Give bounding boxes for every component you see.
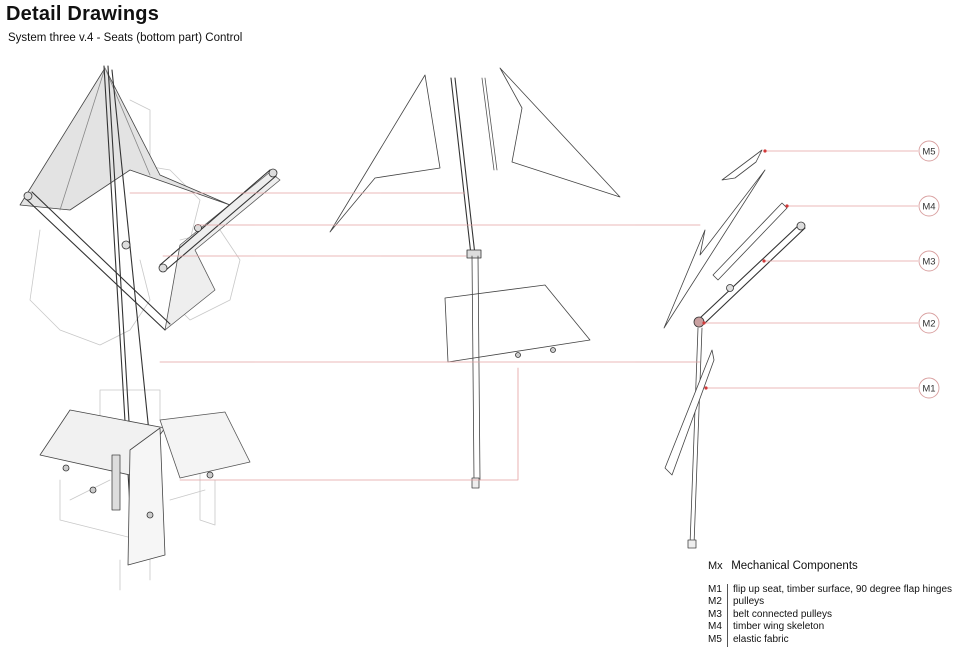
legend-item-text: flip up seat, timber surface, 90 degree … bbox=[733, 583, 953, 595]
legend-item-text: timber wing skeleton bbox=[733, 621, 825, 633]
legend-title: Mechanical Components bbox=[731, 560, 858, 572]
legend-item: M1 flip up seat, timber surface, 90 degr… bbox=[708, 583, 958, 597]
callout-m3: M3 bbox=[762, 250, 940, 272]
callout-m2-label: M2 bbox=[922, 319, 935, 330]
legend-item-code: M4 bbox=[708, 621, 728, 634]
page-title: Detail Drawings bbox=[6, 3, 160, 25]
component-legend: Mx Mechanical Components M1 flip up seat… bbox=[708, 560, 958, 647]
legend-item: M2 pulleys bbox=[708, 596, 958, 609]
legend-header-code: Mx bbox=[708, 560, 723, 572]
legend-item-text: belt connected pulleys bbox=[733, 608, 832, 620]
leader-lines bbox=[129, 192, 701, 481]
legend-item-text: pulleys bbox=[733, 596, 765, 608]
legend-item-code: M3 bbox=[708, 608, 728, 622]
legend-item-text: elastic fabric bbox=[733, 633, 789, 645]
assembled-view bbox=[19, 65, 281, 591]
legend-item: M3 belt connected pulleys bbox=[708, 608, 958, 622]
legend-header: Mx Mechanical Components bbox=[708, 560, 958, 573]
callout-m5-label: M5 bbox=[922, 147, 935, 158]
legend-item: M5 elastic fabric bbox=[708, 633, 958, 647]
callout-m5: M5 bbox=[763, 140, 940, 162]
page-subtitle: System three v.4 - Seats (bottom part) C… bbox=[8, 32, 243, 44]
legend-item: M4 timber wing skeleton bbox=[708, 621, 958, 634]
callout-m1-label: M1 bbox=[922, 384, 935, 395]
exploded-view bbox=[329, 67, 621, 489]
component-view bbox=[663, 149, 806, 549]
callout-m3-label: M3 bbox=[922, 257, 935, 268]
callout-m4-label: M4 bbox=[922, 202, 935, 213]
callout-m1: M1 bbox=[704, 377, 940, 399]
callout-m4: M4 bbox=[785, 195, 940, 217]
callout-m2: M2 bbox=[702, 312, 940, 334]
legend-item-code: M2 bbox=[708, 596, 728, 609]
legend-item-code: M5 bbox=[708, 633, 728, 647]
legend-item-code: M1 bbox=[708, 583, 728, 597]
